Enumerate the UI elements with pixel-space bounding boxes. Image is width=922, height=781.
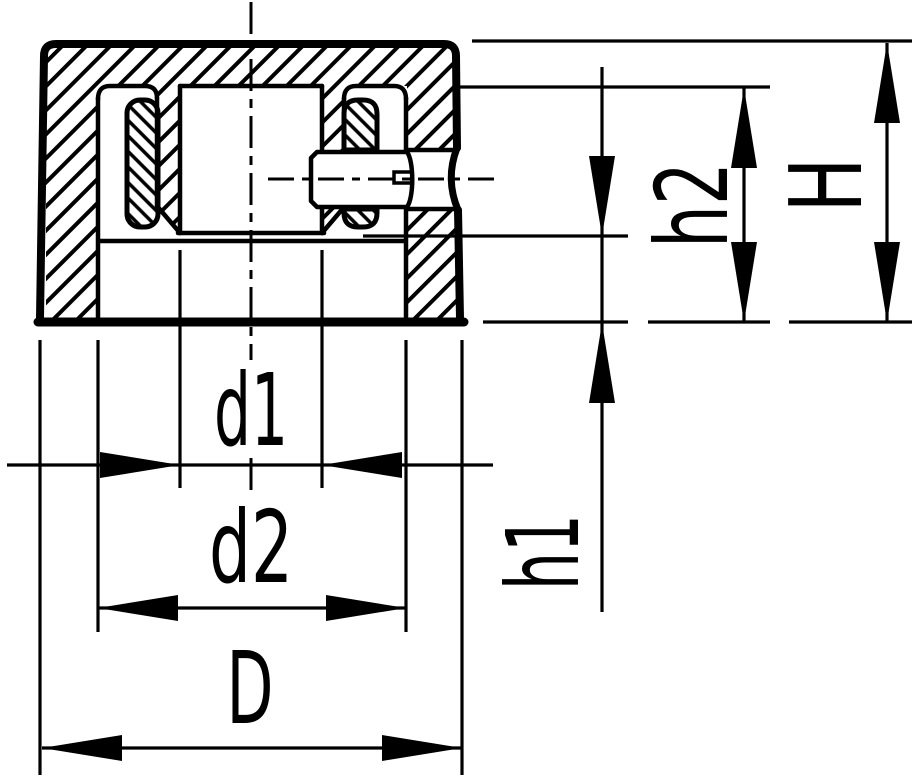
hatch-left-wall: [46, 86, 98, 318]
dimension-H: H: [472, 39, 912, 324]
d2-arrow-left: [98, 595, 178, 621]
hub-chamfer-left: [154, 203, 183, 236]
groove-left-top: [95, 83, 160, 102]
d1-arrow-left: [100, 452, 180, 478]
hatch-hub-right-upper: [322, 86, 344, 152]
hub-chamfer-right: [319, 203, 348, 236]
h1-arrow-up: [589, 323, 615, 403]
set-screw-body: [308, 149, 415, 210]
h2-label: h2: [634, 162, 751, 248]
dimension-d1: d1: [7, 250, 493, 488]
hatch-right-wall-upper: [407, 86, 455, 148]
d1-label: d1: [214, 352, 288, 469]
bushing-right-upper: [341, 97, 380, 153]
H-label: H: [768, 158, 885, 213]
h2-arrow-down: [731, 242, 757, 322]
groove-right-top: [341, 83, 409, 102]
d1-arrow-right: [322, 452, 402, 478]
d2-arrow-right: [326, 595, 406, 621]
dimension-D: D: [38, 340, 464, 775]
h1-arrow-down: [589, 156, 615, 236]
hatch-right-wall-lower: [407, 210, 457, 318]
dimension-h1: h1: [363, 67, 628, 612]
D-label: D: [227, 630, 274, 747]
bushing-left: [124, 97, 161, 230]
D-arrow-left: [42, 735, 122, 761]
wall-hole-break-arc: [447, 146, 462, 212]
dimension-d2: d2: [96, 340, 408, 632]
H-arrow-up: [874, 43, 900, 123]
dimension-h2: h2: [458, 85, 770, 324]
d2-label: d2: [209, 489, 293, 606]
h2-arrow-up: [731, 88, 757, 168]
center-lines: [249, 2, 497, 490]
D-arrow-right: [382, 735, 462, 761]
h1-label: h1: [485, 514, 602, 590]
hatch-hub-left: [158, 86, 180, 233]
H-arrow-down: [874, 242, 900, 322]
bushing-right-lower: [341, 206, 380, 230]
